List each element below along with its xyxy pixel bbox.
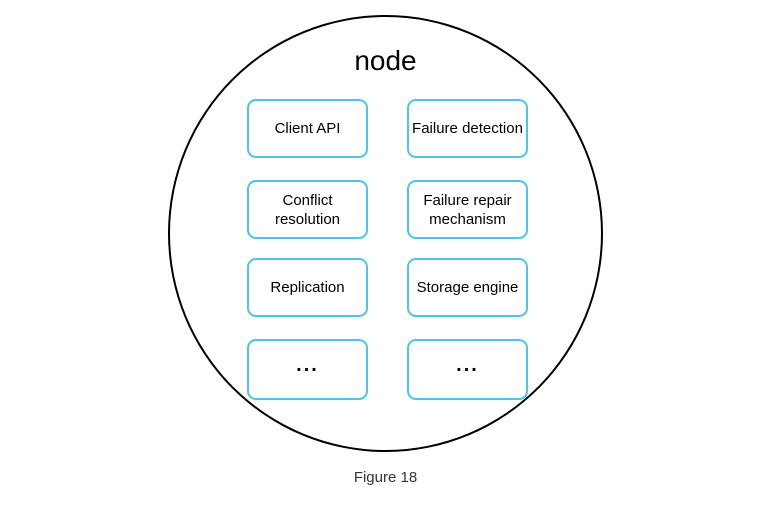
box-storage-engine: Storage engine bbox=[407, 258, 528, 317]
figure-caption: Figure 18 bbox=[353, 469, 418, 486]
box-client-api: Client API bbox=[247, 99, 368, 158]
box-label-line: Conflict bbox=[282, 191, 333, 209]
box-label: Replication bbox=[270, 279, 345, 296]
box-label-line: resolution bbox=[274, 210, 341, 228]
box-replication: Replication bbox=[247, 258, 368, 317]
ellipsis-label: ... bbox=[296, 354, 319, 376]
box-failure-repair-mechanism: Failure repair mechanism bbox=[407, 180, 528, 239]
node-title: node bbox=[354, 45, 417, 76]
node-boundary-circle bbox=[168, 15, 603, 452]
box-label-line: mechanism bbox=[429, 210, 506, 228]
box-failure-detection: Failure detection bbox=[407, 99, 528, 158]
box-label: Failure detection bbox=[412, 120, 523, 137]
box-ellipsis-left: ... bbox=[247, 339, 368, 400]
box-label-line: Failure repair bbox=[423, 191, 512, 209]
ellipsis-label: ... bbox=[456, 354, 479, 376]
box-ellipsis-right: ... bbox=[407, 339, 528, 400]
box-conflict-resolution: Conflict resolution bbox=[247, 180, 368, 239]
box-label: Storage engine bbox=[416, 279, 519, 296]
box-label: Client API bbox=[274, 120, 341, 137]
